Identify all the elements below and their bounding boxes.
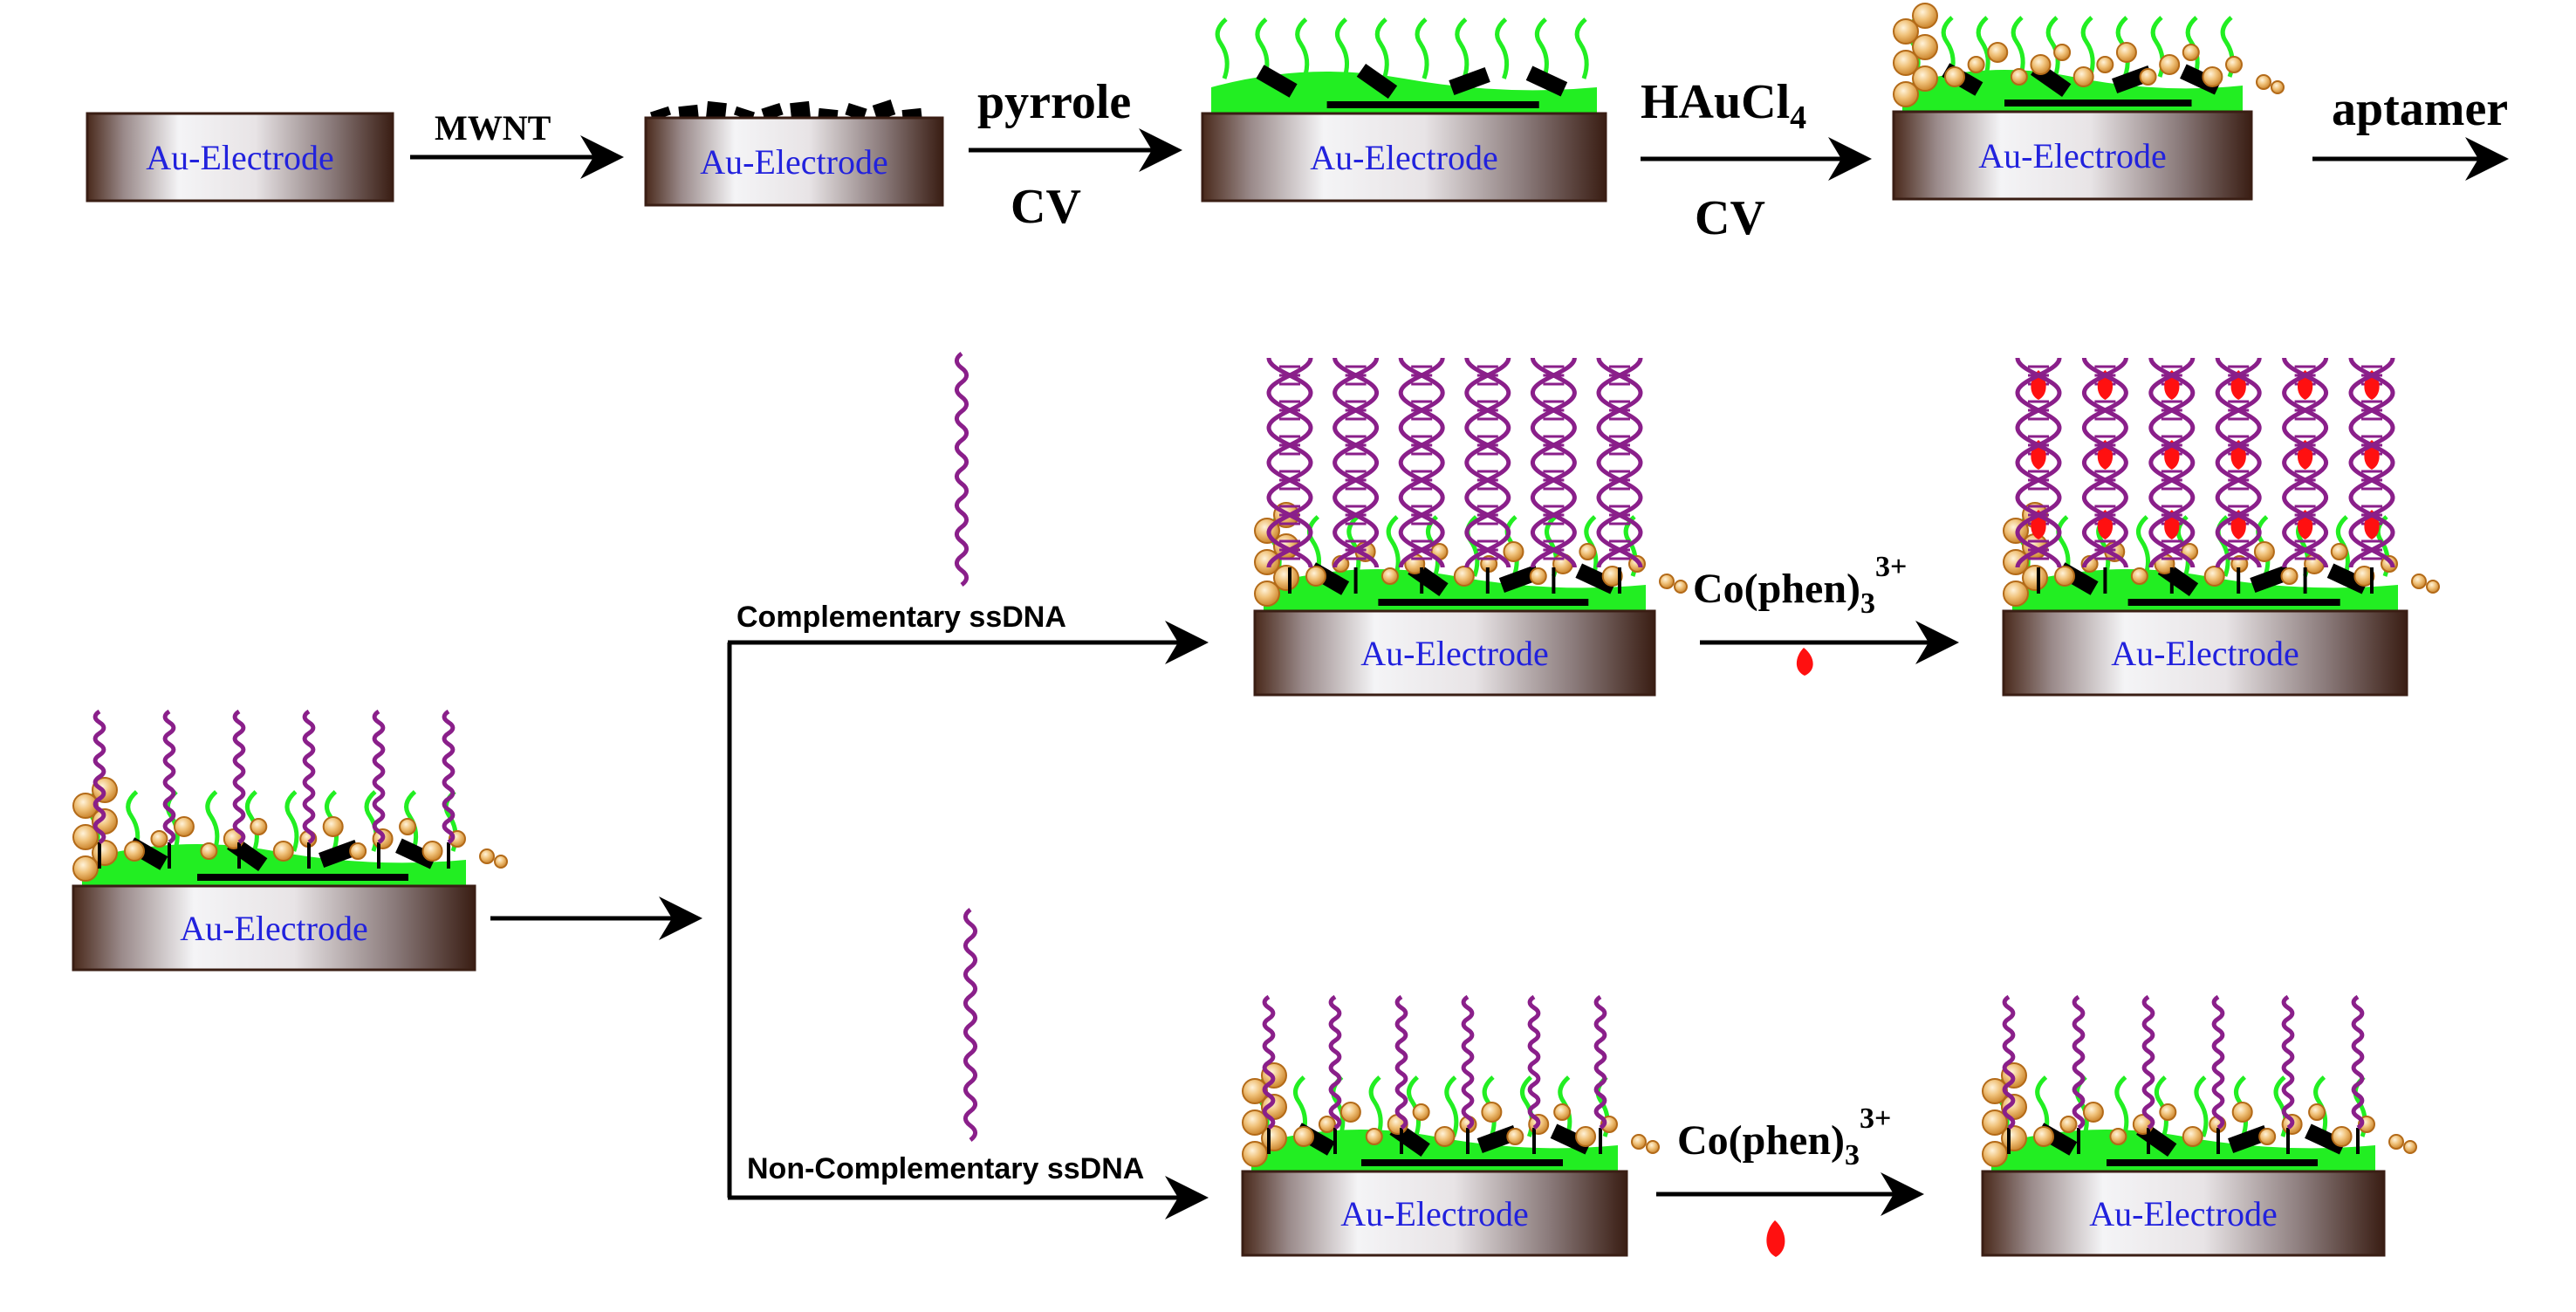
reagent-label-upper: Co(phen)33+ [1693, 551, 1907, 620]
ssdna-strand [442, 709, 456, 845]
ssdna-strand [232, 709, 246, 845]
polypyrrole-film [82, 790, 466, 886]
reagent-label-lower: Co(phen)33+ [1677, 1102, 1891, 1171]
gold-nanoparticles [72, 777, 508, 882]
gold-nanoparticles [1982, 1062, 2417, 1167]
electrode-label: Au-Electrode [700, 142, 887, 182]
electrode-aptamer: Au-Electrode [72, 709, 508, 972]
electrode-body [2002, 609, 2408, 697]
branch-connector [490, 621, 1959, 1219]
gold-nanoparticles [1242, 1062, 1660, 1167]
electrode-body [1201, 112, 1607, 203]
hybridized-dsdna [1266, 357, 1643, 594]
ssdna-strand [92, 709, 106, 845]
polypyrrole-film [1264, 515, 1646, 611]
electrode-body [1892, 110, 2253, 201]
electrode-label: Au-Electrode [180, 909, 367, 948]
electrode-au-ppy-mwnt: Au-Electrode [1892, 3, 2285, 201]
electrode-label: Au-Electrode [1978, 136, 2166, 175]
ssdna-strand [1461, 994, 1475, 1130]
ssdna-strand [372, 709, 386, 845]
ssdna-strand [2072, 994, 2086, 1130]
electrode-label: Au-Electrode [1360, 634, 1548, 673]
immobilized-aptamers [2002, 994, 2365, 1154]
polypyrrole-film [1902, 16, 2243, 112]
hybridized-dsdna [2015, 357, 2395, 594]
electrode-label: Au-Electrode [146, 138, 333, 177]
electrode-ssdna-noncomp-cobalt: Au-Electrode [1981, 994, 2417, 1257]
ssdna-strand [2141, 994, 2155, 1130]
ssdna-strand [162, 709, 176, 845]
electrode-ssdna-noncomp: Au-Electrode [1241, 994, 1660, 1257]
polypyrrole-film [1251, 1075, 1618, 1171]
ssdna-strand [954, 351, 969, 587]
step-label-cv-1: CV [1011, 180, 1081, 234]
cobalt-complex-icon [1766, 1220, 1785, 1257]
electrode-body [1253, 609, 1656, 697]
polypyrrole-film [2012, 515, 2398, 611]
electrode-dsdna-cobalt: Au-Electrode [2002, 357, 2440, 697]
branch-label-non-complementary: Non-Complementary ssDNA [747, 1152, 1144, 1185]
ssdna-strand [302, 709, 316, 845]
electrode-body [1981, 1170, 2386, 1257]
step-arrows-row1 [410, 128, 2509, 181]
ssdna-strand [2211, 994, 2225, 1130]
electrode-label: Au-Electrode [1310, 138, 1497, 177]
electrode-dsdna: Au-Electrode [1253, 357, 1688, 697]
branch-label-complementary: Complementary ssDNA [736, 601, 1066, 634]
ssdna-strand [1262, 994, 1276, 1130]
electrode-label: Au-Electrode [2111, 634, 2299, 673]
electrode-label: Au-Electrode [1340, 1194, 1528, 1233]
step-label-cv-2: CV [1695, 191, 1765, 245]
mwnt-layer [649, 100, 922, 121]
ssdna-strand [963, 907, 978, 1143]
electrode-mwnt: Au-Electrode [644, 100, 944, 207]
electrode-ppy-mwnt: Au-Electrode [1201, 17, 1607, 203]
electrode-body [1241, 1170, 1628, 1257]
ssdna-strand [2351, 994, 2365, 1130]
electrode-bare: Au-Electrode [86, 112, 394, 203]
gold-nanoparticles [1893, 3, 2285, 107]
ssdna-strand [2281, 994, 2295, 1130]
immobilized-aptamers [92, 709, 456, 869]
step-label-haucl4: HAuCl4 [1641, 75, 1806, 136]
ssdna-strand [2002, 994, 2016, 1130]
polypyrrole-film [1991, 1075, 2375, 1171]
electrode-label: Au-Electrode [2089, 1194, 2277, 1233]
electrode-body [72, 884, 476, 972]
ssdna-strand [1593, 994, 1607, 1130]
step-label-mwnt: MWNT [435, 108, 552, 148]
step-label-aptamer: aptamer [2332, 82, 2508, 136]
step-label-pyrrole: pyrrole [977, 75, 1131, 129]
electrode-body [86, 112, 394, 203]
free-ssdna-strands [954, 351, 978, 1143]
cobalt-complex-icon [1796, 648, 1813, 676]
polypyrrole-film [1211, 17, 1597, 113]
ssdna-strand [1527, 994, 1541, 1130]
immobilized-aptamers [1262, 994, 1607, 1154]
ssdna-strand [1394, 994, 1408, 1130]
electrode-body [644, 116, 944, 207]
ssdna-strand [1328, 994, 1342, 1130]
